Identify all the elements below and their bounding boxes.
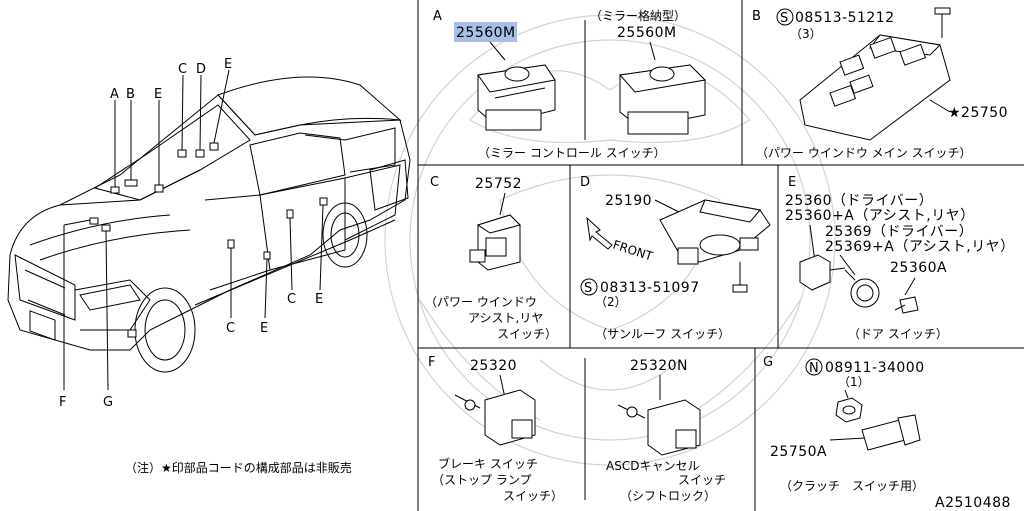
panel-caption: （ドア スイッチ） [848, 327, 948, 341]
car-callouts: A B E C D E F G C E C E [59, 57, 323, 410]
panel-a: A 25560M （ミラー格納型） 25560M （ミラー コントロール スイッ… [433, 8, 707, 160]
part-number: ★25750 [948, 105, 1008, 121]
panel-caption: （サンルーフ スイッチ） [595, 327, 730, 341]
car-illustration [7, 69, 411, 391]
callout-e: E [315, 292, 323, 307]
callout-e: E [260, 321, 268, 336]
panel-d: D 25190 FRONT S 08313-51097 （2） （サンルーフ ス… [580, 175, 771, 341]
panel-caption: ブレーキ スイッチ [438, 456, 538, 471]
panel-f: F 25320 ブレーキ スイッチ （ストップ ランプ スイッチ） 25320N… [428, 355, 726, 503]
part-number: 25360A [890, 260, 947, 276]
panel-caption: （パワー ウインドウ [425, 295, 537, 309]
panel-caption: スイッチ [678, 473, 726, 487]
screw-symbol: S [584, 281, 592, 296]
subtitle: （ミラー格納型） [590, 8, 686, 23]
panel-letter: C [430, 175, 439, 190]
callout-f: F [59, 395, 66, 410]
panel-c: C 25752 （パワー ウインドウ アシスト,リヤ スイッチ） [425, 175, 557, 341]
panel-caption: ASCDキャンセル [606, 459, 699, 473]
part-number: 25560M [617, 25, 677, 41]
screw-symbol: S [780, 11, 788, 26]
front-label: FRONT [611, 238, 655, 264]
part-number: 25320 [470, 358, 517, 374]
panel-caption: （シフトロック） [620, 489, 716, 503]
panel-letter: E [788, 175, 796, 190]
part-number: 25320N [630, 358, 688, 374]
callout-b: B [126, 87, 135, 102]
part-line: 25369（ドライバー） [825, 224, 973, 240]
panel-caption: スイッチ） [497, 327, 557, 341]
part-highlight [454, 22, 517, 42]
nut-part-number: 08911-34000 [825, 360, 925, 376]
panel-caption: （パワー ウインドウ メイン スイッチ） [756, 146, 971, 160]
panel-caption: （クラッチ スイッチ用） [780, 479, 924, 493]
nut-symbol: N [809, 361, 819, 376]
callout-c: C [226, 321, 235, 336]
panel-caption: （ストップ ランプ [432, 473, 531, 487]
screw-part-number: 08313-51097 [600, 280, 700, 296]
nut-qty: （1） [838, 375, 870, 389]
callout-a: A [110, 87, 119, 102]
panel-letter: G [763, 355, 773, 370]
panel-b: B S 08513-51212 （3） ★25750 （パワー ウインドウ メイ… [752, 7, 1008, 160]
screw-part-number: 08513-51212 [795, 10, 895, 26]
watermark-emblem [384, 14, 836, 466]
part-line: 25360（ドライバー） [785, 193, 933, 209]
callout-e: E [224, 57, 232, 72]
panel-caption: アシスト,リヤ [468, 311, 543, 325]
panel-caption: （ミラー コントロール スイッチ） [478, 146, 666, 160]
panel-letter: F [428, 355, 435, 370]
panel-caption: スイッチ） [503, 489, 563, 503]
callout-d: D [196, 62, 206, 77]
screw-qty: （2） [595, 295, 627, 309]
part-line: 25360+A（アシスト,リヤ） [785, 208, 975, 224]
panel-e: E 25360（ドライバー） 25360+A（アシスト,リヤ） 25369（ドラ… [785, 175, 1015, 341]
callout-g: G [103, 395, 113, 410]
callout-e: E [154, 87, 162, 102]
part-number: 25752 [475, 176, 522, 192]
panel-letter: A [433, 9, 442, 24]
part-number: 25750A [770, 444, 827, 460]
panel-g: G N 08911-34000 （1） 25750A （クラッチ スイッチ用） [763, 355, 925, 493]
panel-grid [417, 0, 1024, 511]
part-line: 25369+A（アシスト,リヤ） [825, 239, 1015, 255]
part-number: 25190 [605, 193, 652, 209]
screw-qty: （3） [790, 27, 822, 41]
panel-letter: D [580, 175, 590, 190]
panel-letter: B [752, 9, 761, 24]
part-number: 25560M [456, 25, 516, 41]
footnote: （注）★印部品コードの構成部品は非販売 [125, 460, 352, 475]
callout-c: C [287, 292, 296, 307]
callout-c: C [178, 62, 187, 77]
diagram-id: A2510488 [935, 495, 1011, 511]
